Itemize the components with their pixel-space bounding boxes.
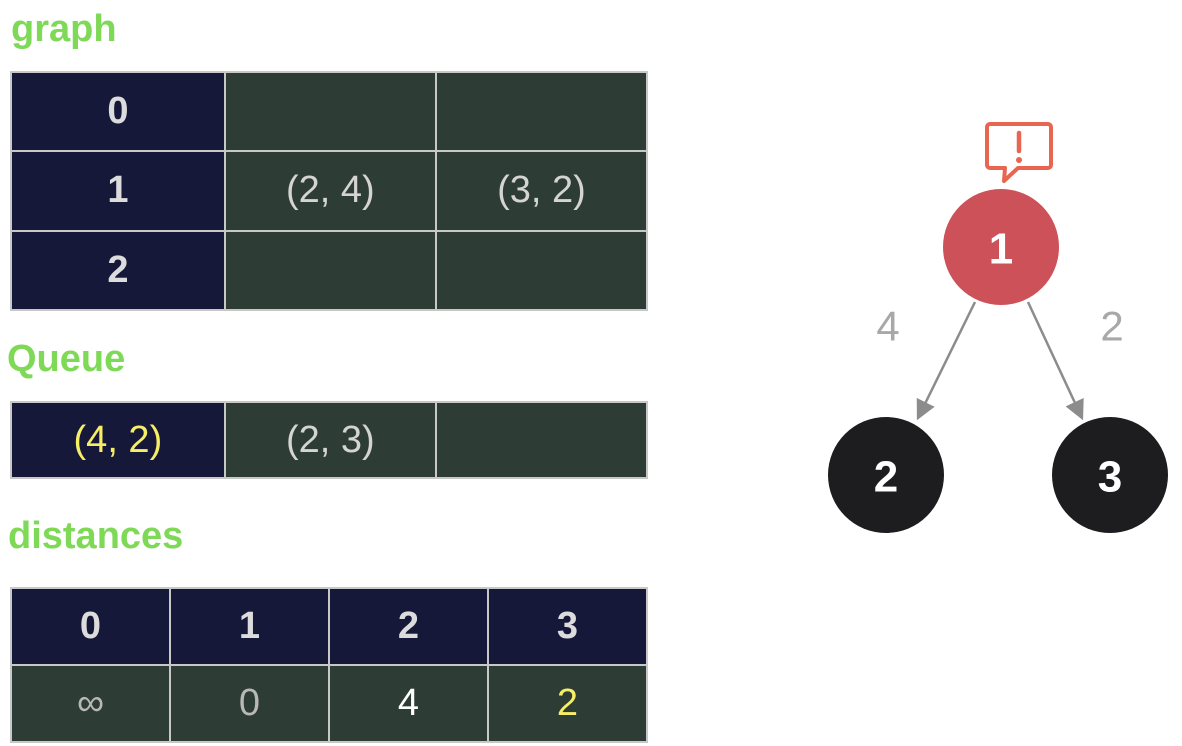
node-current: 1 (943, 189, 1059, 305)
graph-key-cell: 0 (10, 70, 226, 153)
distance-header-cell: 1 (169, 587, 330, 666)
distance-header-cell: 0 (10, 587, 171, 666)
graph-cell (434, 229, 649, 312)
distance-header-cell: 2 (328, 587, 489, 666)
distance-value-cell: 2 (487, 664, 648, 743)
graph-cell: (2, 4) (223, 150, 437, 232)
queue-cell: (2, 3) (223, 401, 437, 479)
graph-cell (223, 70, 437, 153)
graph-key-cell: 2 (10, 229, 226, 312)
distance-value-cell: ∞ (10, 664, 171, 743)
graph-title: graph (11, 8, 117, 50)
edge-1-3 (1026, 301, 1084, 421)
graph-cell: (3, 2) (434, 150, 649, 232)
table-row: 1 (2, 4) (3, 2) (10, 150, 649, 232)
graph-key-cell: 1 (10, 150, 226, 232)
table-row: 0 (10, 70, 649, 153)
queue-cell (434, 401, 649, 479)
node-label: 1 (989, 225, 1013, 274)
graph-cell (434, 70, 649, 153)
alert-icon (985, 122, 1053, 183)
graph-cell (223, 229, 437, 312)
queue-title: Queue (7, 338, 126, 380)
edge-weight-label: 2 (1100, 303, 1123, 350)
distances-table: 0 1 2 3 ∞ 0 4 2 (10, 587, 648, 743)
graph-table: 0 1 (2, 4) (3, 2) 2 (10, 70, 649, 312)
table-row: (4, 2) (2, 3) (10, 401, 649, 479)
node-right: 3 (1052, 417, 1168, 533)
distance-value-cell: 0 (169, 664, 330, 743)
edge-weight-label: 4 (876, 303, 899, 350)
distance-header-cell: 3 (487, 587, 648, 666)
node-left: 2 (828, 417, 944, 533)
edge-1-2 (916, 301, 977, 421)
queue-cell-front: (4, 2) (10, 401, 226, 479)
distances-title: distances (8, 515, 184, 557)
node-label: 3 (1098, 453, 1122, 502)
node-label: 2 (874, 453, 898, 502)
table-row: 0 1 2 3 (10, 587, 648, 666)
table-row: 2 (10, 229, 649, 312)
distance-value-cell: 4 (328, 664, 489, 743)
graph-diagram: 4 2 1 2 3 (828, 122, 1168, 533)
table-row: ∞ 0 4 2 (10, 664, 648, 743)
queue-table: (4, 2) (2, 3) (10, 401, 649, 479)
